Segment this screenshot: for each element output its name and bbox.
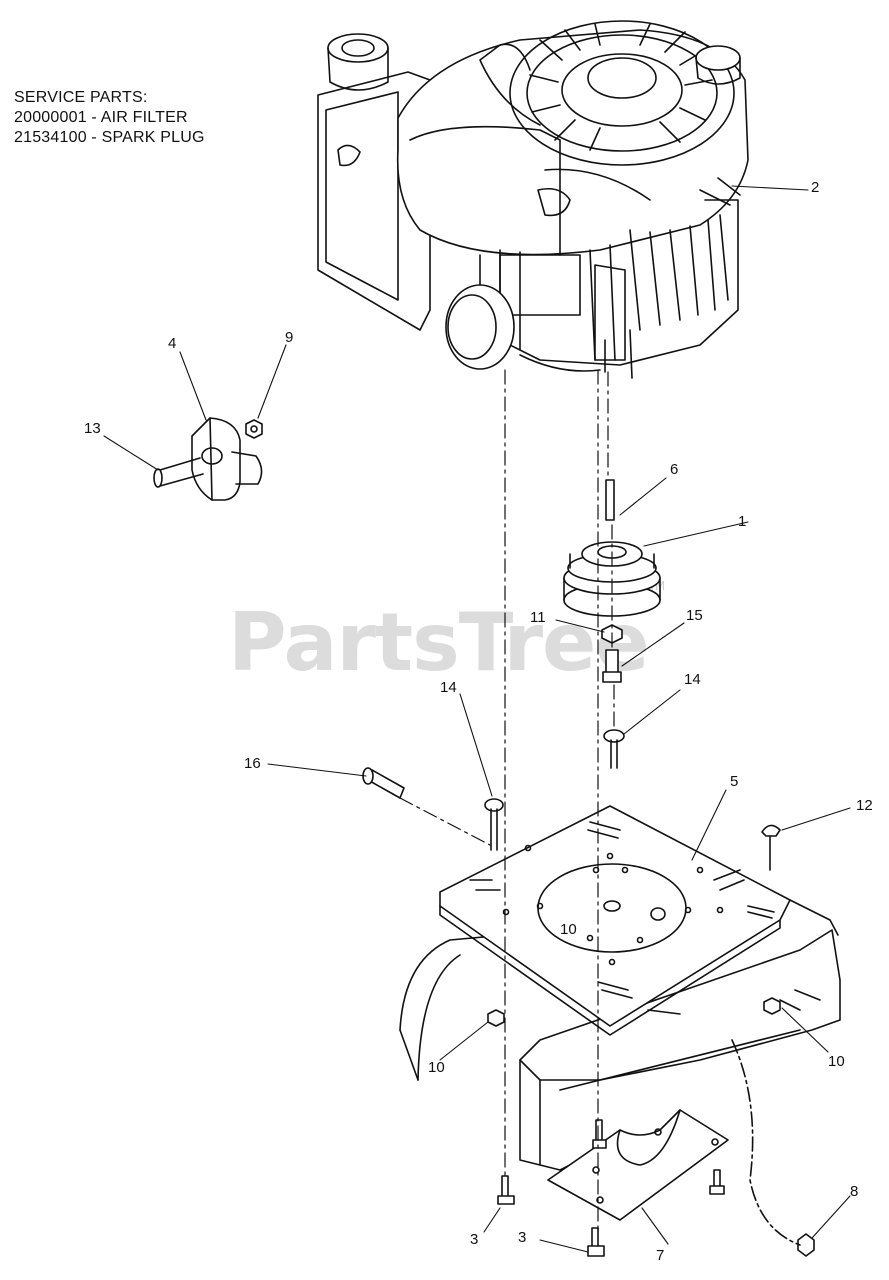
hex-nut-right <box>763 997 781 1015</box>
belt-shield-plate <box>547 1109 729 1221</box>
belt-path <box>731 1039 801 1246</box>
callout-13: 13 <box>84 420 101 437</box>
service-part-spark-plug: 21534100 - SPARK PLUG <box>14 129 205 146</box>
belt-guide-assembly <box>153 417 263 501</box>
callout-3-bottom: 3 <box>518 1229 526 1246</box>
callout-3-left: 3 <box>470 1231 478 1248</box>
callout-2: 2 <box>811 179 819 196</box>
callout-11: 11 <box>530 609 546 626</box>
callout-9: 9 <box>285 329 293 346</box>
callout-labels: 2 4 9 13 6 1 11 15 14 14 16 5 12 10 10 1… <box>84 179 873 1264</box>
hex-nut-left <box>487 1009 505 1027</box>
engine-pulley <box>563 541 661 617</box>
callout-6: 6 <box>670 461 678 478</box>
callout-8: 8 <box>850 1183 858 1200</box>
callout-leaders <box>103 185 851 1253</box>
service-parts-note: SERVICE PARTS: 20000001 - AIR FILTER 215… <box>14 88 205 148</box>
carriage-bolt-right <box>603 729 625 769</box>
callout-4: 4 <box>168 335 176 352</box>
hex-bolt <box>602 649 622 683</box>
callout-14-right: 14 <box>684 671 701 688</box>
callout-7: 7 <box>656 1247 664 1264</box>
engine-mounting-plate <box>439 805 791 1036</box>
engine-key <box>605 479 615 521</box>
assembly-centerlines <box>399 369 615 1231</box>
engine-assembly <box>317 20 749 379</box>
service-parts-heading: SERVICE PARTS: <box>14 89 148 106</box>
hex-flange-bolts <box>497 1119 815 1257</box>
shoulder-bolt <box>362 767 405 799</box>
callout-16: 16 <box>244 755 261 772</box>
service-part-air-filter: 20000001 - AIR FILTER <box>14 109 188 126</box>
callout-10-right: 10 <box>828 1053 845 1070</box>
callout-12: 12 <box>856 797 873 814</box>
callout-14-left: 14 <box>440 679 457 696</box>
callout-15: 15 <box>686 607 703 624</box>
callout-5: 5 <box>730 773 738 790</box>
carriage-bolt-left <box>484 798 504 851</box>
carriage-bolt-12 <box>761 824 781 871</box>
callout-1: 1 <box>738 513 746 530</box>
callout-10-center: 10 <box>560 921 577 938</box>
callout-10-left: 10 <box>428 1059 445 1076</box>
mower-frame <box>399 899 841 1171</box>
